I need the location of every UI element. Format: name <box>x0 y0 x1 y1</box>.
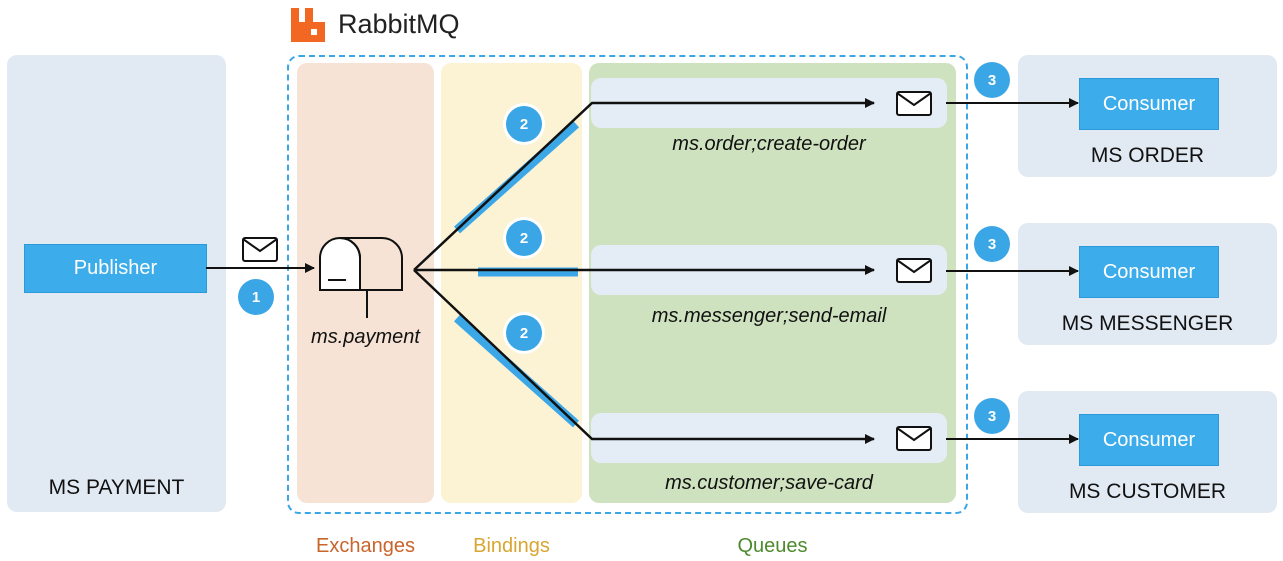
rabbitmq-logo-icon <box>289 6 327 44</box>
route-line <box>413 98 875 271</box>
envelope-icon <box>896 91 932 116</box>
envelope-icon <box>896 426 932 451</box>
step-badge: 3 <box>974 62 1010 98</box>
rabbitmq-broker-boundary <box>287 55 968 514</box>
column-label-queues: Queues <box>737 535 808 557</box>
envelope-icon <box>896 258 932 283</box>
queue-name: ms.messenger;send-email <box>651 305 887 327</box>
service-name-payment: MS PAYMENT <box>48 476 185 499</box>
mailbox-icon <box>319 237 403 318</box>
brand-title: RabbitMQ <box>338 9 460 39</box>
step-badge: 2 <box>506 106 542 142</box>
service-name-customer: MS CUSTOMER <box>1068 480 1227 503</box>
queue-name: ms.customer;save-card <box>665 472 873 494</box>
consumer-button[interactable]: Consumer <box>1079 78 1219 130</box>
column-label-exchanges: Exchanges <box>316 535 415 557</box>
queue-name: ms.order;create-order <box>672 133 866 155</box>
step-badge: 3 <box>974 398 1010 434</box>
column-label-bindings: Bindings <box>473 535 550 557</box>
consumer-button[interactable]: Consumer <box>1079 414 1219 466</box>
envelope-icon <box>242 237 278 262</box>
step-badge: 1 <box>238 279 274 315</box>
step-badge: 2 <box>506 220 542 256</box>
step-badge: 3 <box>974 226 1010 262</box>
service-name-order: MS ORDER <box>1090 144 1205 167</box>
route-line <box>413 269 875 444</box>
service-name-messenger: MS MESSENGER <box>1061 312 1234 335</box>
consumer-button[interactable]: Consumer <box>1079 246 1219 298</box>
consumer-service-panel: MS ORDER <box>1018 55 1277 177</box>
step-badge: 2 <box>506 315 542 351</box>
exchange-name: ms.payment <box>311 326 420 348</box>
